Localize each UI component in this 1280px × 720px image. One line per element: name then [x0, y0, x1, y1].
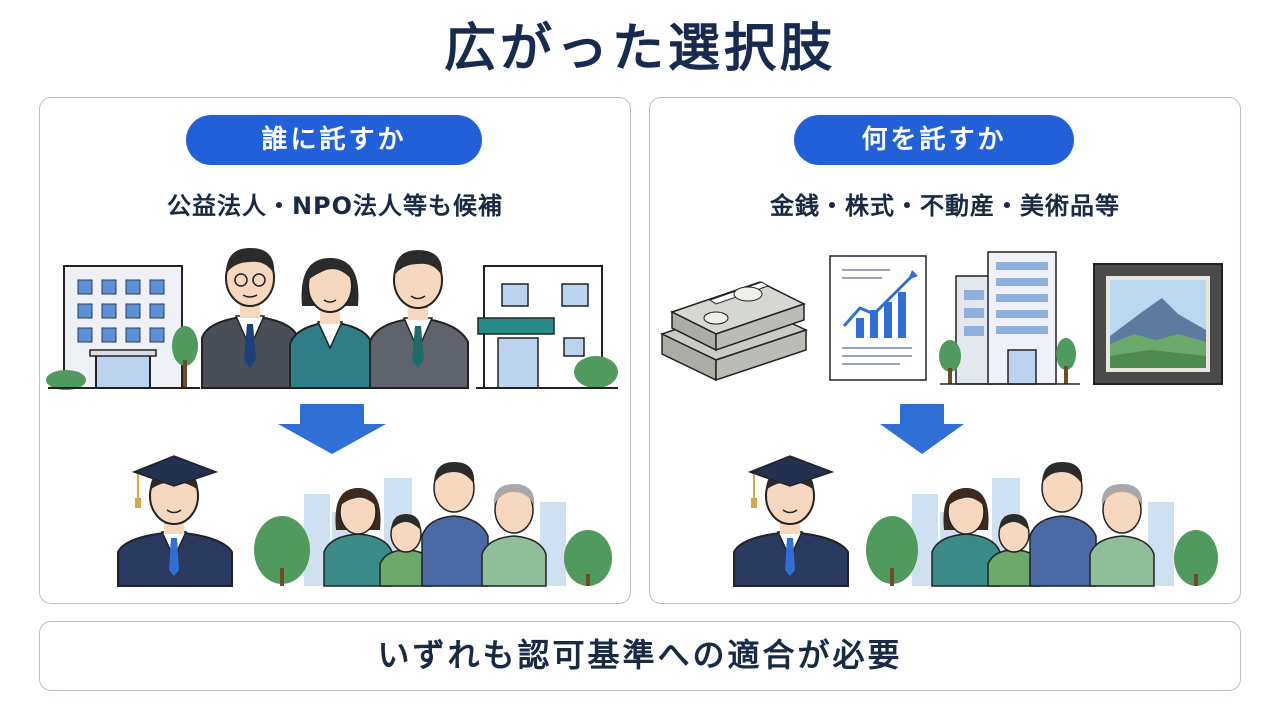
right-heading-pill: 何を託すか — [794, 115, 1074, 165]
left-illustration — [46, 248, 618, 587]
family-icon — [254, 462, 612, 587]
painting-icon — [1093, 263, 1223, 385]
facility-building-icon — [476, 265, 618, 389]
footer-banner: いずれも認可基準への適合が必要 — [39, 621, 1241, 691]
money-stack-icon — [660, 281, 809, 382]
business-people-icon — [201, 248, 469, 389]
family-icon — [866, 462, 1218, 587]
page-title: 広がった選択肢 — [443, 19, 836, 79]
left-heading-pill: 誰に託すか — [186, 115, 482, 165]
right-illustration — [660, 251, 1223, 587]
office-building-icon — [46, 265, 200, 390]
down-arrow-icon — [880, 404, 964, 454]
left-subtitle: 公益法人・NPO法人等も候補 — [166, 192, 504, 220]
right-panel: 何を託すか 金銭・株式・不動産・美術品等 — [649, 97, 1241, 604]
down-arrow-icon — [278, 404, 386, 454]
graduate-icon — [117, 455, 233, 587]
right-subtitle: 金銭・株式・不動産・美術品等 — [770, 192, 1120, 220]
real-estate-icon — [939, 251, 1080, 385]
stock-chart-icon — [829, 255, 927, 381]
left-panel: 誰に託すか 公益法人・NPO法人等も候補 — [39, 97, 631, 604]
graduate-icon — [733, 455, 849, 587]
